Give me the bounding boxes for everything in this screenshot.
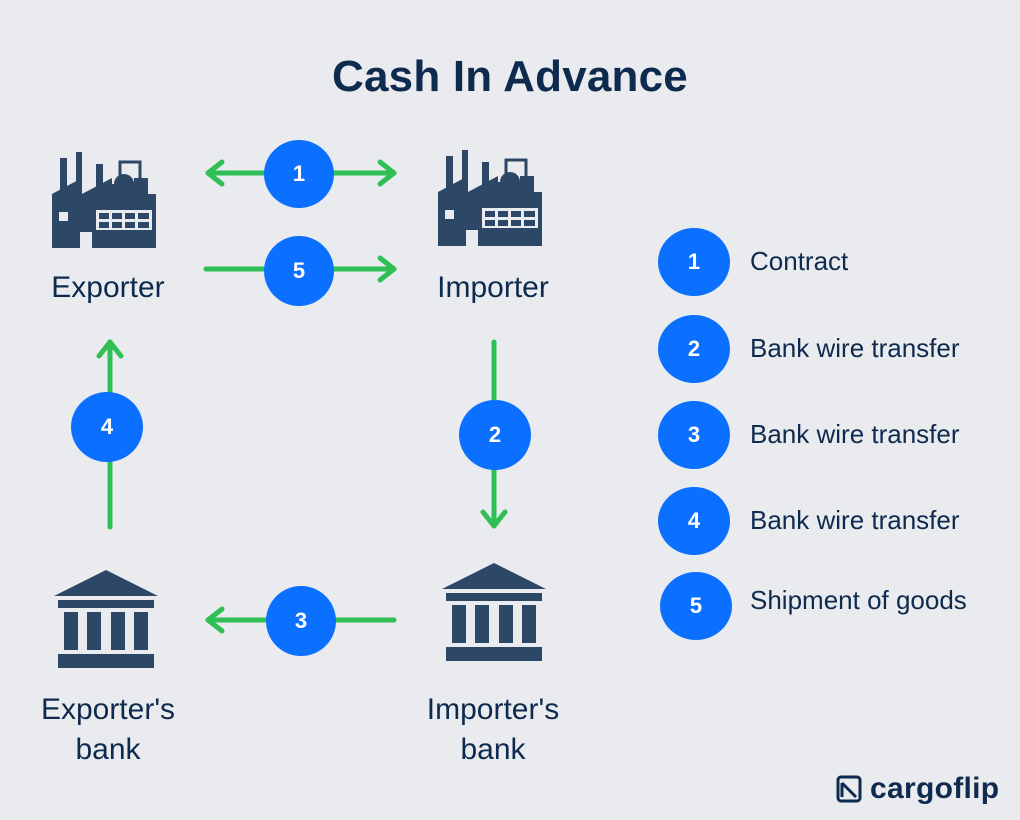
- exporter-label: Exporter: [51, 271, 165, 304]
- legend-label-5: Shipment of goods: [750, 585, 967, 615]
- importer-bank-icon: [442, 563, 546, 661]
- legend-label-1: Contract: [750, 246, 849, 276]
- legend-label-2: Bank wire transfer: [750, 333, 960, 363]
- exporter-bank-label-line2: bank: [75, 733, 141, 766]
- exporter-bank-label: Exporter's bank: [18, 690, 198, 770]
- legend-badge-2: 2: [658, 315, 730, 383]
- importer-factory-icon: [438, 150, 542, 246]
- importer-bank-label-line2: bank: [460, 733, 526, 766]
- page-title: Cash In Advance: [332, 52, 688, 101]
- legend-badge-4: 4: [658, 487, 730, 555]
- brand-logo: cargoflip: [836, 772, 999, 806]
- cargoflip-logo-icon: [836, 775, 862, 803]
- exporter-bank-icon: [54, 570, 158, 668]
- step-badge-3: 3: [266, 586, 336, 656]
- legend-label-3: Bank wire transfer: [750, 419, 960, 449]
- legend-badge-1: 1: [658, 228, 730, 296]
- step-badge-5: 5: [264, 236, 334, 306]
- legend-badge-3: 3: [658, 401, 730, 469]
- legend-badge-5: 5: [660, 572, 732, 640]
- step-badge-4: 4: [71, 392, 143, 462]
- importer-bank-label-line1: Importer's: [426, 693, 560, 726]
- step-badge-2: 2: [459, 400, 531, 470]
- legend-label-4: Bank wire transfer: [750, 505, 960, 535]
- importer-bank-label: Importer's bank: [403, 690, 583, 770]
- step-badge-1: 1: [264, 140, 334, 208]
- exporter-bank-label-line1: Exporter's: [40, 693, 176, 726]
- brand-name: cargoflip: [870, 772, 1000, 805]
- importer-label: Importer: [437, 271, 549, 304]
- exporter-factory-icon: [52, 152, 156, 248]
